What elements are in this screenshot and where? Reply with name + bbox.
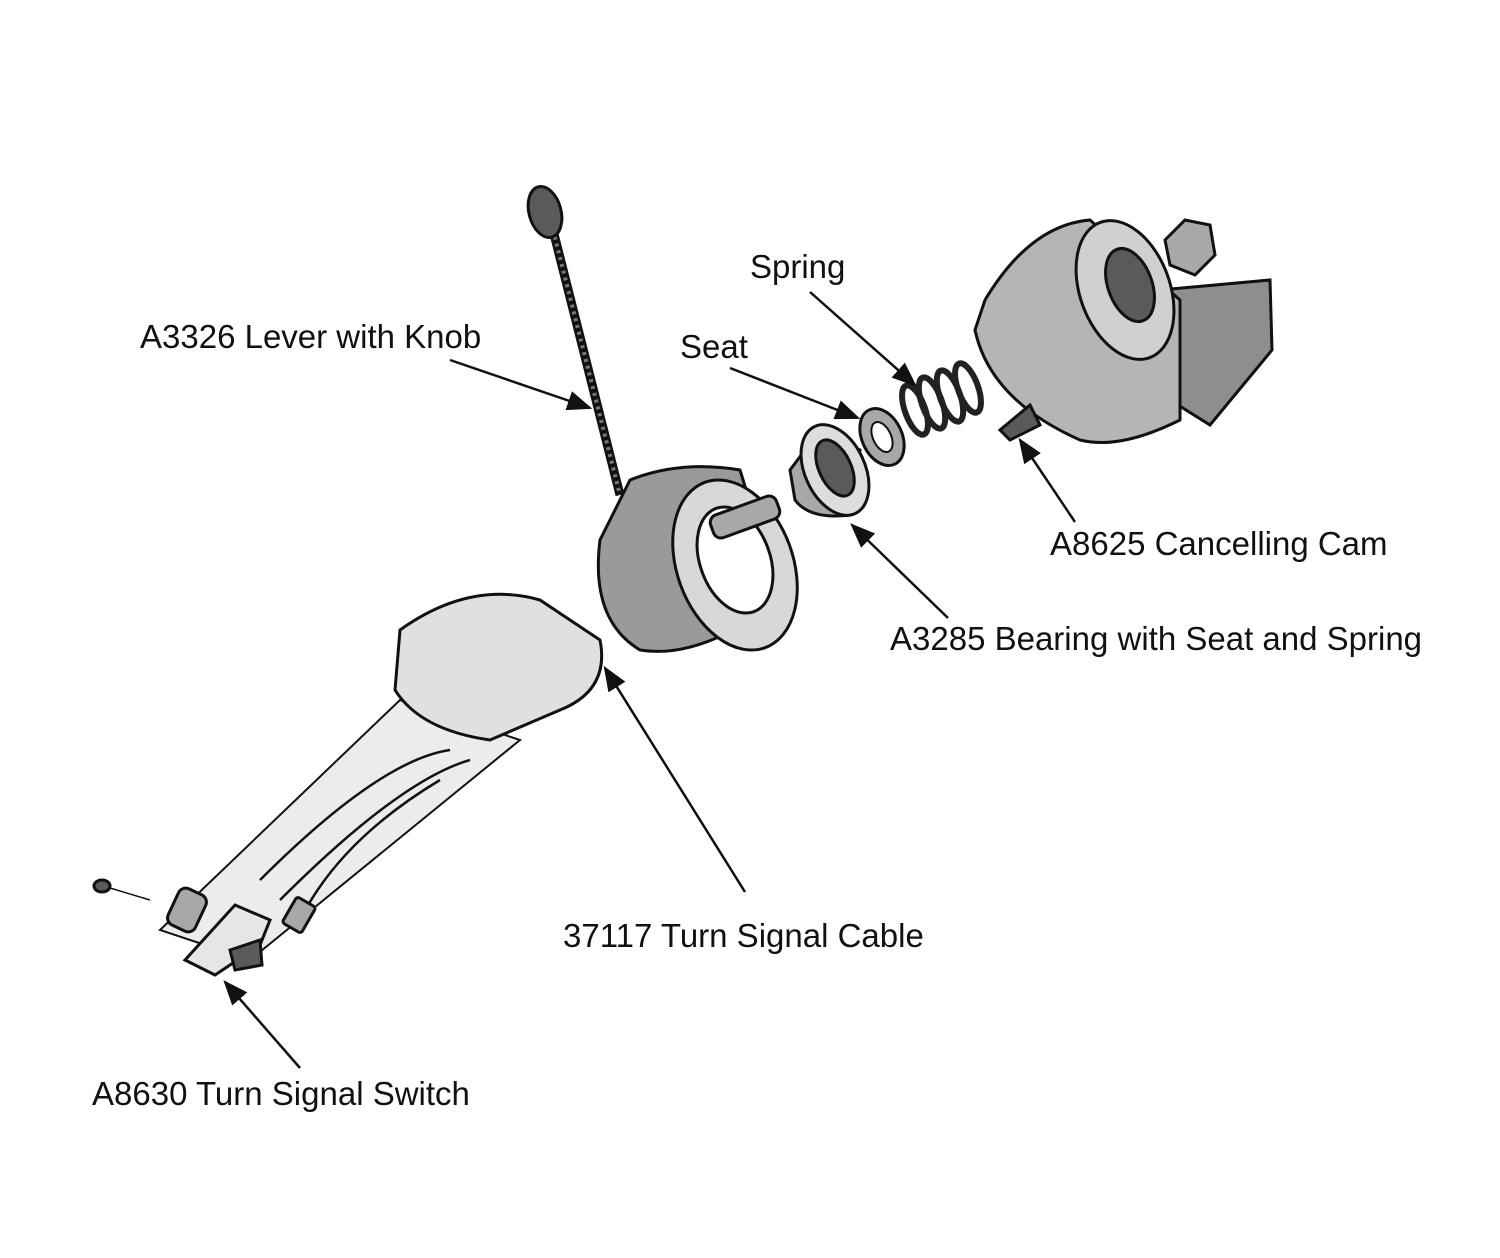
lever-leader <box>449 358 593 411</box>
switch-leader <box>223 980 301 1069</box>
cable-leader <box>603 665 747 893</box>
bearing-leader <box>850 523 949 619</box>
leader-lines <box>223 291 1077 1069</box>
label-turn-signal-switch: A8630 Turn Signal Switch <box>92 1075 470 1112</box>
label-seat: Seat <box>680 328 748 365</box>
cam-leader <box>1018 437 1077 523</box>
housing-part <box>596 465 799 653</box>
label-spring: Spring <box>750 248 846 285</box>
label-bearing: A3285 Bearing with Seat and Spring <box>890 620 1423 657</box>
spring-leader <box>809 291 917 387</box>
label-cancelling-cam: A8625 Cancelling Cam <box>1050 525 1388 562</box>
label-turn-signal-cable: 37117 Turn Signal Cable <box>563 917 924 954</box>
bearing-part <box>788 423 871 518</box>
lever-with-knob-part <box>526 185 625 497</box>
seat-part <box>858 407 906 467</box>
cancelling-cam-part <box>973 218 1274 444</box>
seat-leader <box>729 366 861 420</box>
turn-signal-switch-part <box>92 878 317 977</box>
column-tube <box>158 592 604 962</box>
label-lever-with-knob: A3326 Lever with Knob <box>140 318 482 355</box>
spring-part <box>899 360 984 438</box>
